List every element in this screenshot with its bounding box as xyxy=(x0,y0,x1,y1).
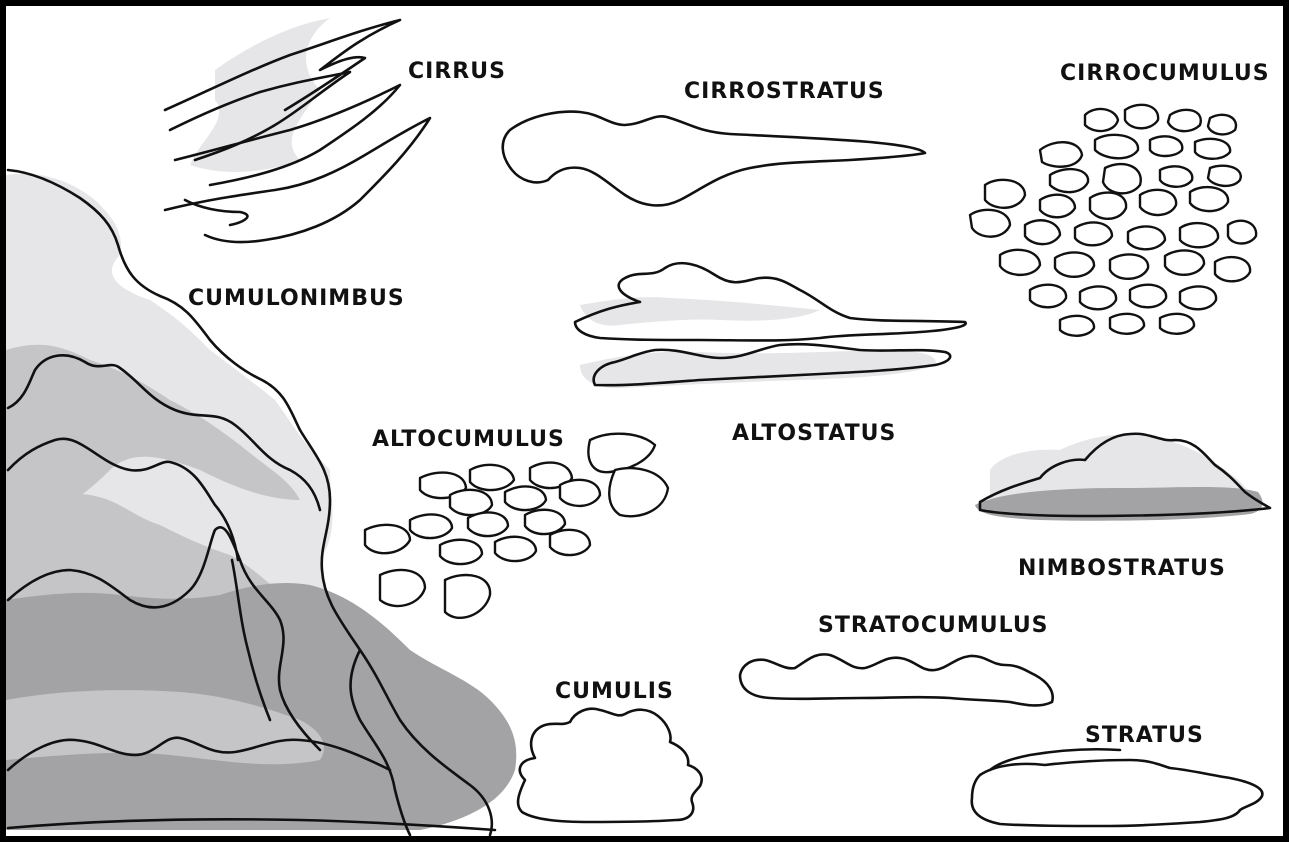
label-altostratus: ALTOSTATUS xyxy=(732,421,896,446)
label-cirrostratus: CIRROSTRATUS xyxy=(684,79,885,104)
nimbostratus-cloud xyxy=(975,432,1272,521)
stratocumulus-cloud xyxy=(738,653,1054,707)
altostratus-cloud xyxy=(573,261,968,389)
label-cumulus: CUMULIS xyxy=(555,679,674,704)
cirrocumulus-cloud xyxy=(968,103,1258,337)
label-nimbostratus: NIMBOSTRATUS xyxy=(1018,556,1226,581)
cirrus-cloud xyxy=(163,18,432,244)
label-stratocumulus: STRATOCUMULUS xyxy=(818,613,1049,638)
label-cirrus: CIRRUS xyxy=(408,59,506,84)
label-stratus: STRATUS xyxy=(1085,723,1204,748)
cumulus-cloud xyxy=(516,707,703,824)
altocumulus-cloud xyxy=(363,432,670,620)
label-cirrocumulus: CIRROCUMULUS xyxy=(1060,61,1270,86)
stratus-cloud xyxy=(970,747,1264,828)
cumulonimbus-cloud xyxy=(6,168,517,837)
cirrostratus-cloud xyxy=(501,110,927,207)
label-cumulonimbus: CUMULONIMBUS xyxy=(188,286,405,311)
label-altocumulus: ALTOCUMULUS xyxy=(372,427,565,452)
